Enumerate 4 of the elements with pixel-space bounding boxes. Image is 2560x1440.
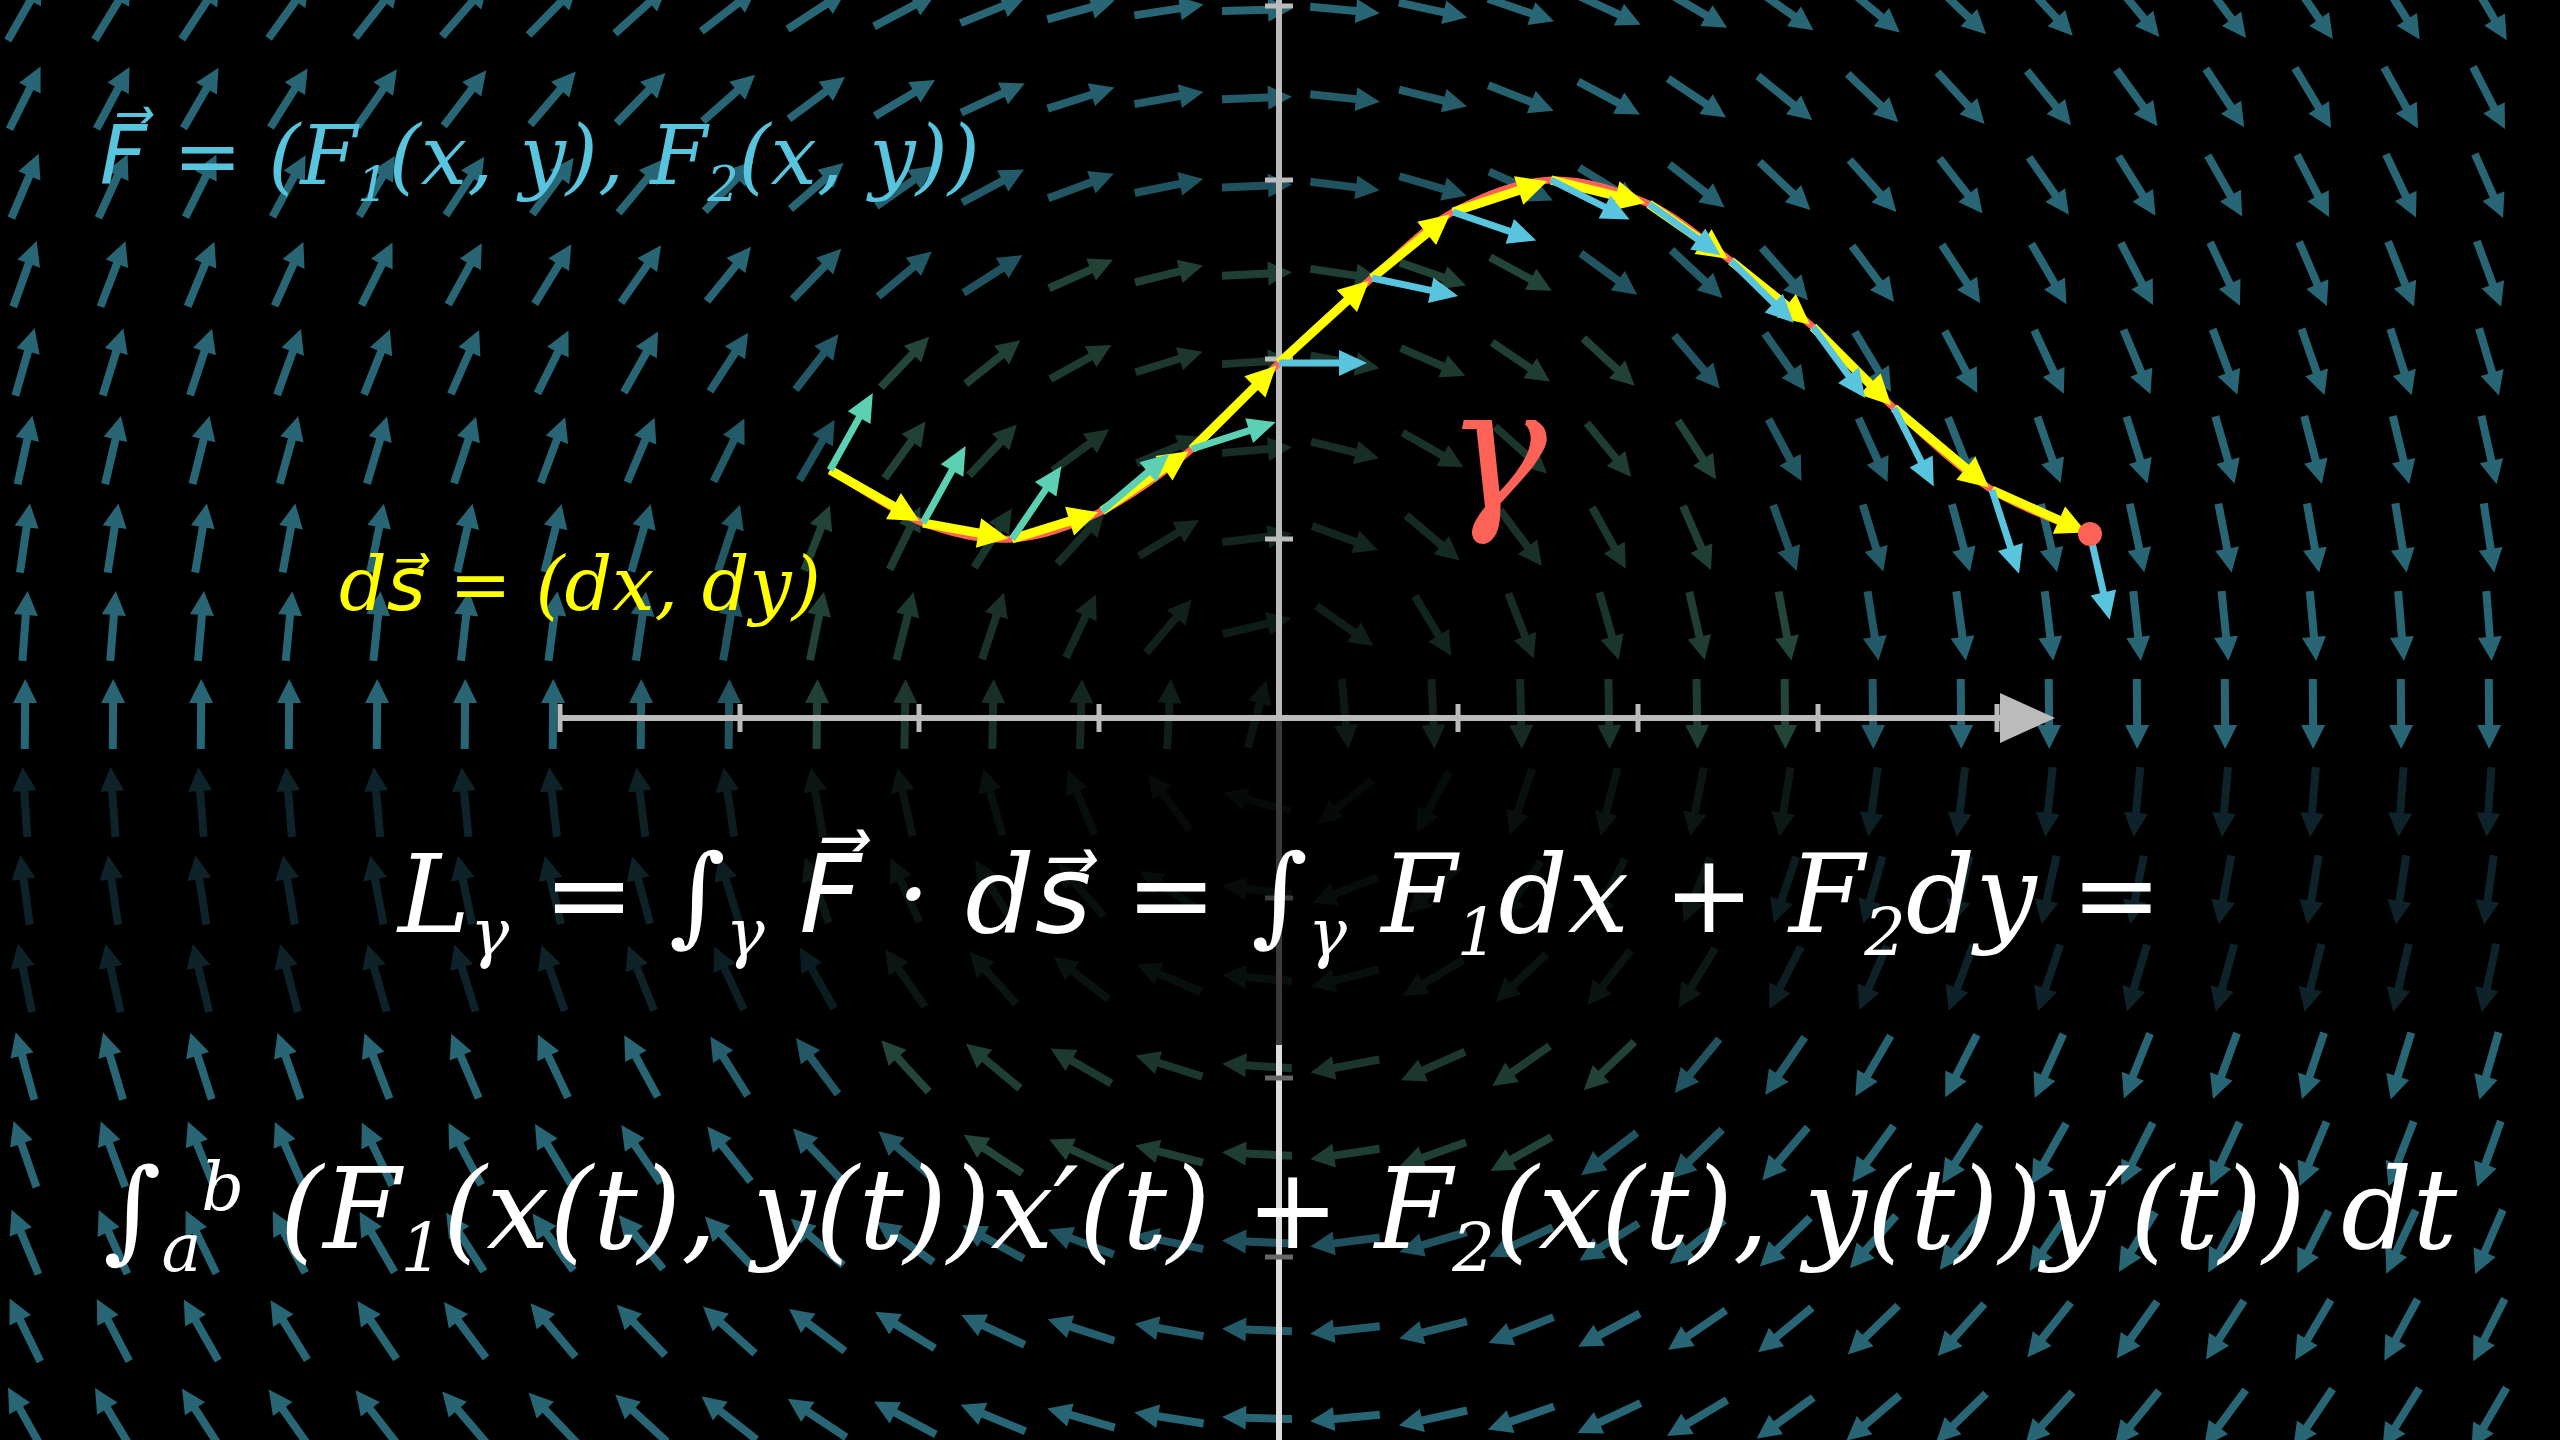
equation: F⃗ = (F$_{1}$(x, y), F$_{2}$(x, y))	[98, 105, 981, 215]
curve-label: γ	[1444, 349, 1548, 551]
equation: ds⃗ = (dx, dy)	[337, 539, 822, 630]
equation: L$_{γ}$ = ∫$_{γ}$ F⃗ · ds⃗ = ∫$_{γ}$ F$_{1}$dx + F$_{2}$dy =	[395, 828, 2164, 972]
